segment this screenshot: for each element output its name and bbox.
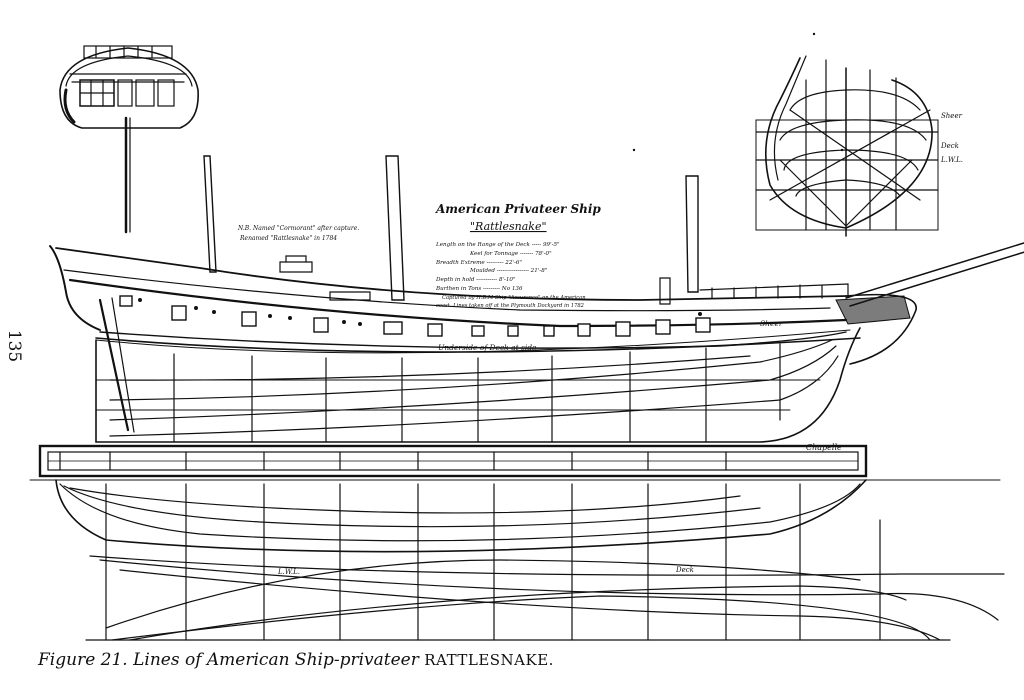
underside-deck-label: Underside of Deck at side [438, 343, 537, 352]
figure-label: Figure 21. [38, 650, 128, 670]
capture-note: N.B. Named "Cormorant" after capture. Re… [237, 225, 359, 242]
lwl-label: L.W.L. [277, 568, 300, 576]
body-plan: Sheer Deck L.W.L. [755, 55, 963, 237]
chapelle-signature: Chapelle [806, 443, 842, 452]
half-breadth-plan: L.W.L. Deck [29, 479, 1005, 641]
spec-line-2: Keel for Tonnage ------- 78'-0" [469, 251, 552, 257]
deck-label: Deck [675, 566, 694, 574]
body-lwl-label: L.W.L. [940, 156, 963, 164]
figure-title: Lines of American Ship-privateer [133, 650, 419, 670]
stern-view [59, 45, 199, 234]
drawing-subtitle: "Rattlesnake" [470, 220, 547, 233]
drawing-title: American Privateer Ship [435, 202, 601, 216]
figure-caption: Figure 21. Lines of American Ship-privat… [38, 650, 554, 670]
keel-scale-bar [38, 444, 868, 478]
body-deck-label: Deck [940, 142, 959, 150]
ship-name: RATTLESNAKE. [424, 651, 554, 669]
spec-line-4: Moulded ----------------- 21'-8" [469, 268, 548, 274]
note-line-2: Renamed "Rattlesnake" in 1784 [239, 235, 337, 242]
profile-plan: Underside of Deck at side Sheer Chapelle [49, 245, 917, 452]
body-sheer-label: Sheer [941, 112, 963, 120]
page-number: 135 [4, 329, 25, 363]
spec-line-7: Captured by H.B.M Ship "Assurance" on th… [442, 295, 586, 301]
note-line-1: N.B. Named "Cormorant" after capture. [237, 225, 359, 232]
spec-line-5: Depth in hold ----------- 8'-10" [435, 277, 516, 283]
spec-line-8: coast. Lines taken off at the Plymouth D… [436, 303, 584, 309]
spec-line-6: Burthen in Tons --------- No 136 [435, 286, 523, 292]
sheer-label: Sheer [760, 319, 783, 328]
spec-line-1: Length on the Range of the Deck ----- 99… [435, 242, 560, 248]
masts [203, 155, 1024, 307]
title-block: American Privateer Ship "Rattlesnake" Le… [435, 202, 601, 309]
spec-line-3: Breadth Extreme --------- 22'-6" [435, 260, 522, 266]
plan-dots [632, 32, 844, 152]
